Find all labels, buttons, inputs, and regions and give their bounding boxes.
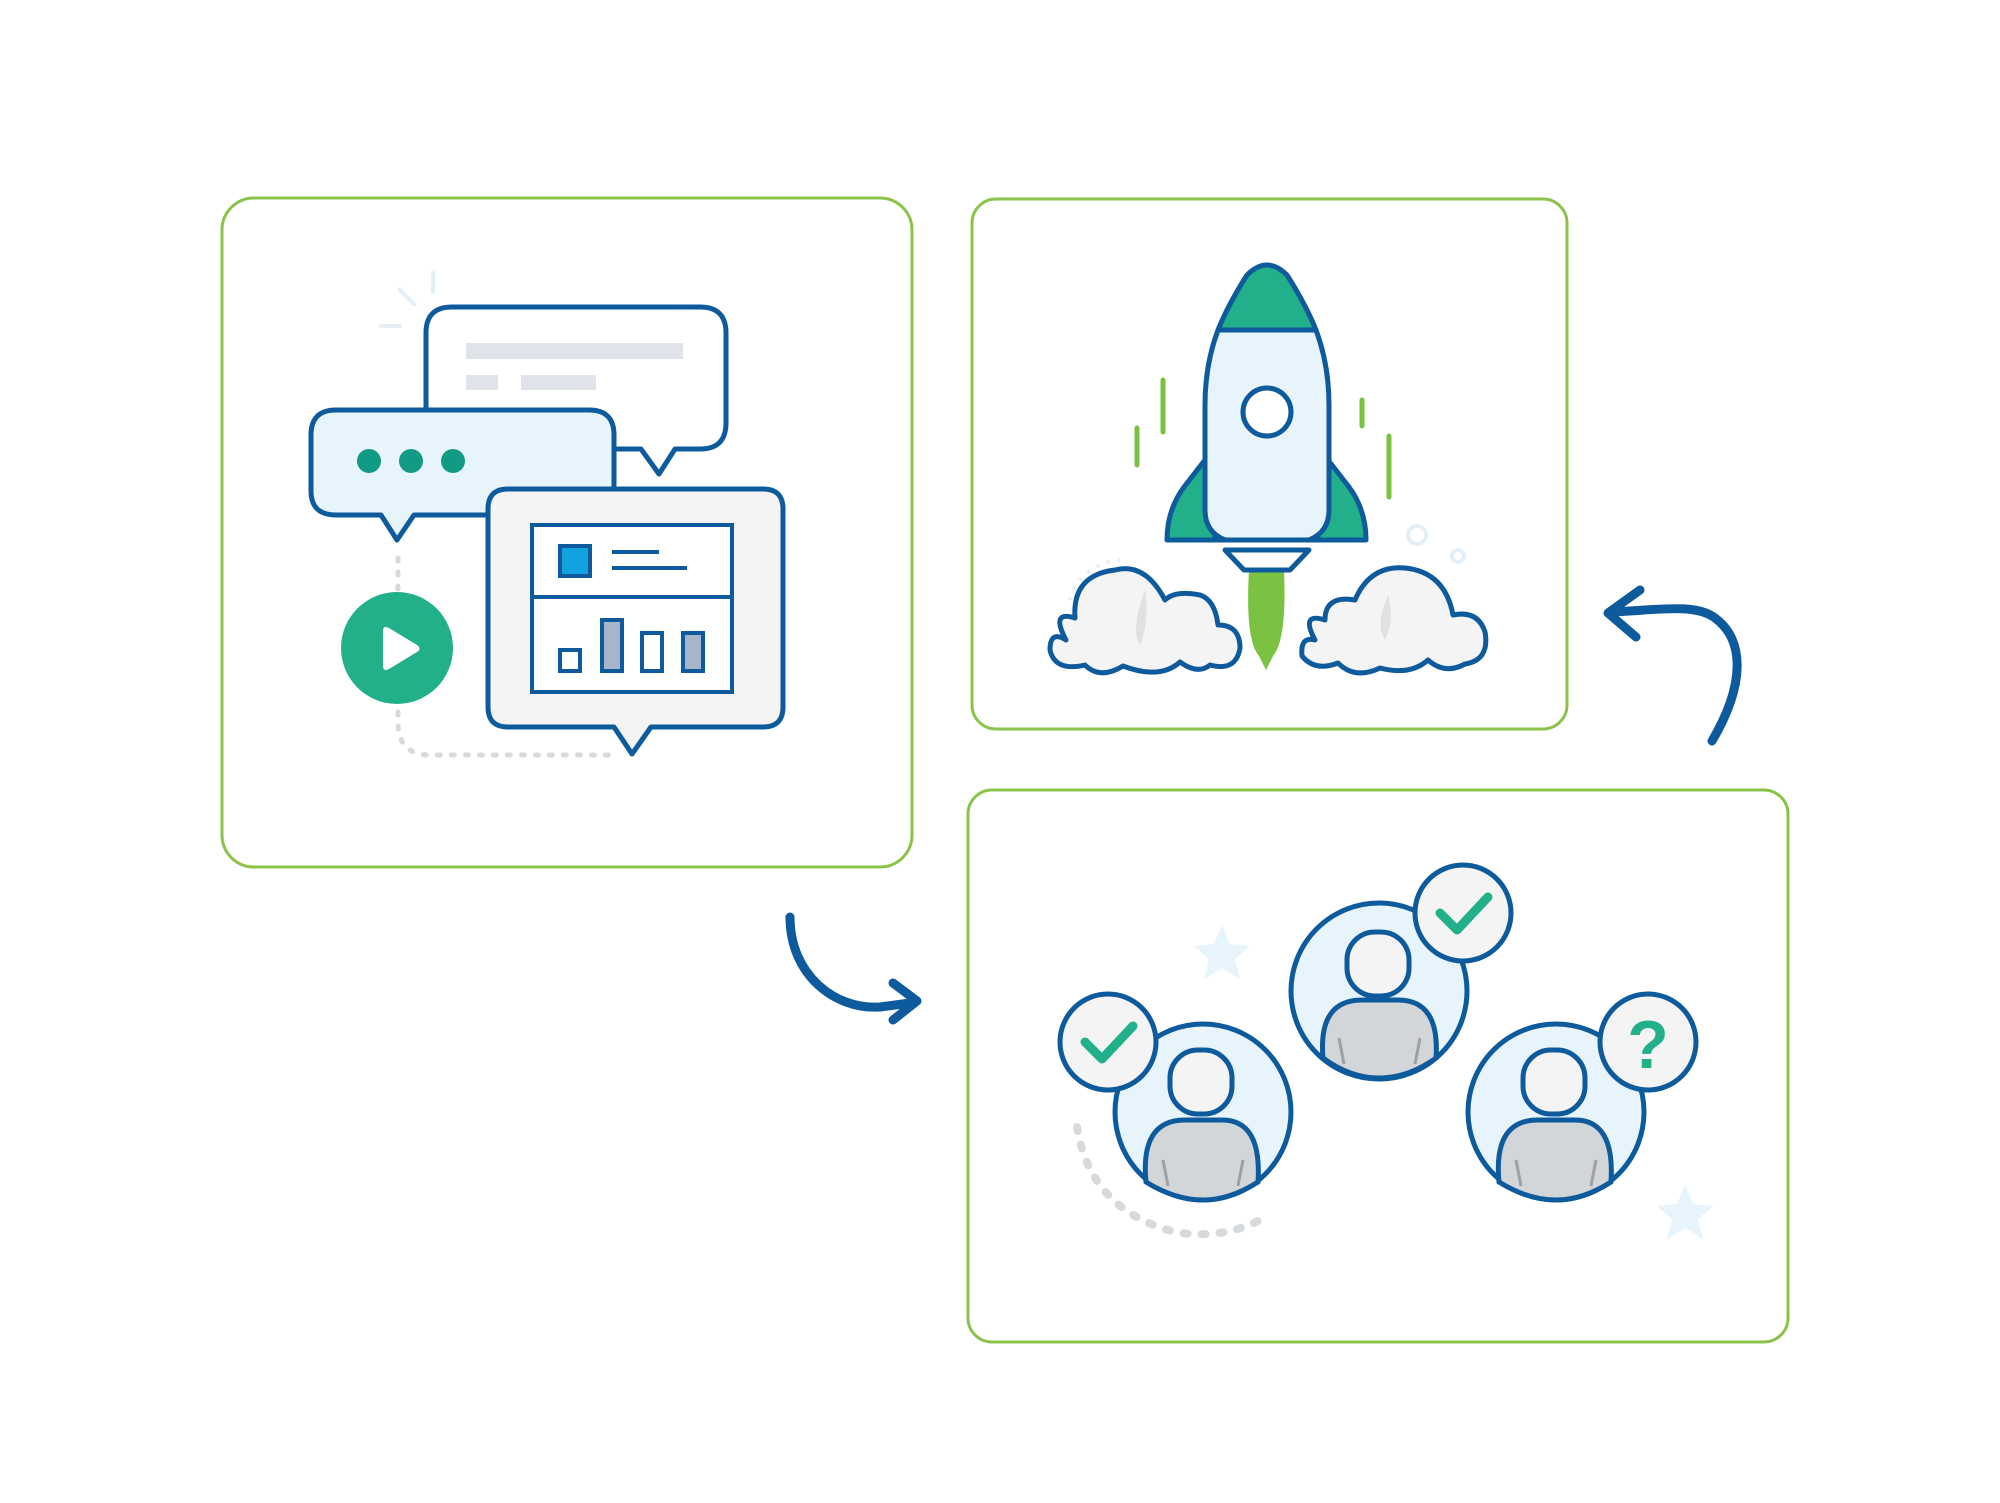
arrow-users-to-launch [1603,585,1742,746]
sparkle-icon [379,271,435,328]
dashboard-tile-icon [558,544,592,578]
star-icon [1657,1185,1713,1239]
cloud-shade [1136,590,1391,645]
messaging-illustration [308,271,786,758]
mini-bar-chart-icon [558,618,705,673]
check-badge-icon [1057,991,1159,1093]
user-avatar-icon [1465,1021,1647,1203]
dotted-arc [1073,1123,1264,1239]
users-illustration: ? [1057,862,1713,1239]
bubble-icon [1406,524,1428,546]
launch-illustration [1047,262,1489,676]
question-badge-icon: ? [1597,991,1699,1093]
speed-lines-icon [1134,377,1392,500]
check-badge-icon [1412,862,1514,964]
flame-icon [1248,570,1285,670]
bubble-icon [1450,548,1466,564]
user-avatar-icon [1288,900,1470,1082]
play-button-icon [341,592,453,704]
dashboard-bubble-icon [485,486,786,757]
user-avatar-icon [1112,1021,1294,1203]
question-mark: ? [1627,1007,1669,1083]
star-icon [1194,925,1250,979]
dotted-arc [1068,558,1121,601]
arrow-messaging-to-users [785,912,922,1025]
rocket-icon [1164,262,1369,573]
